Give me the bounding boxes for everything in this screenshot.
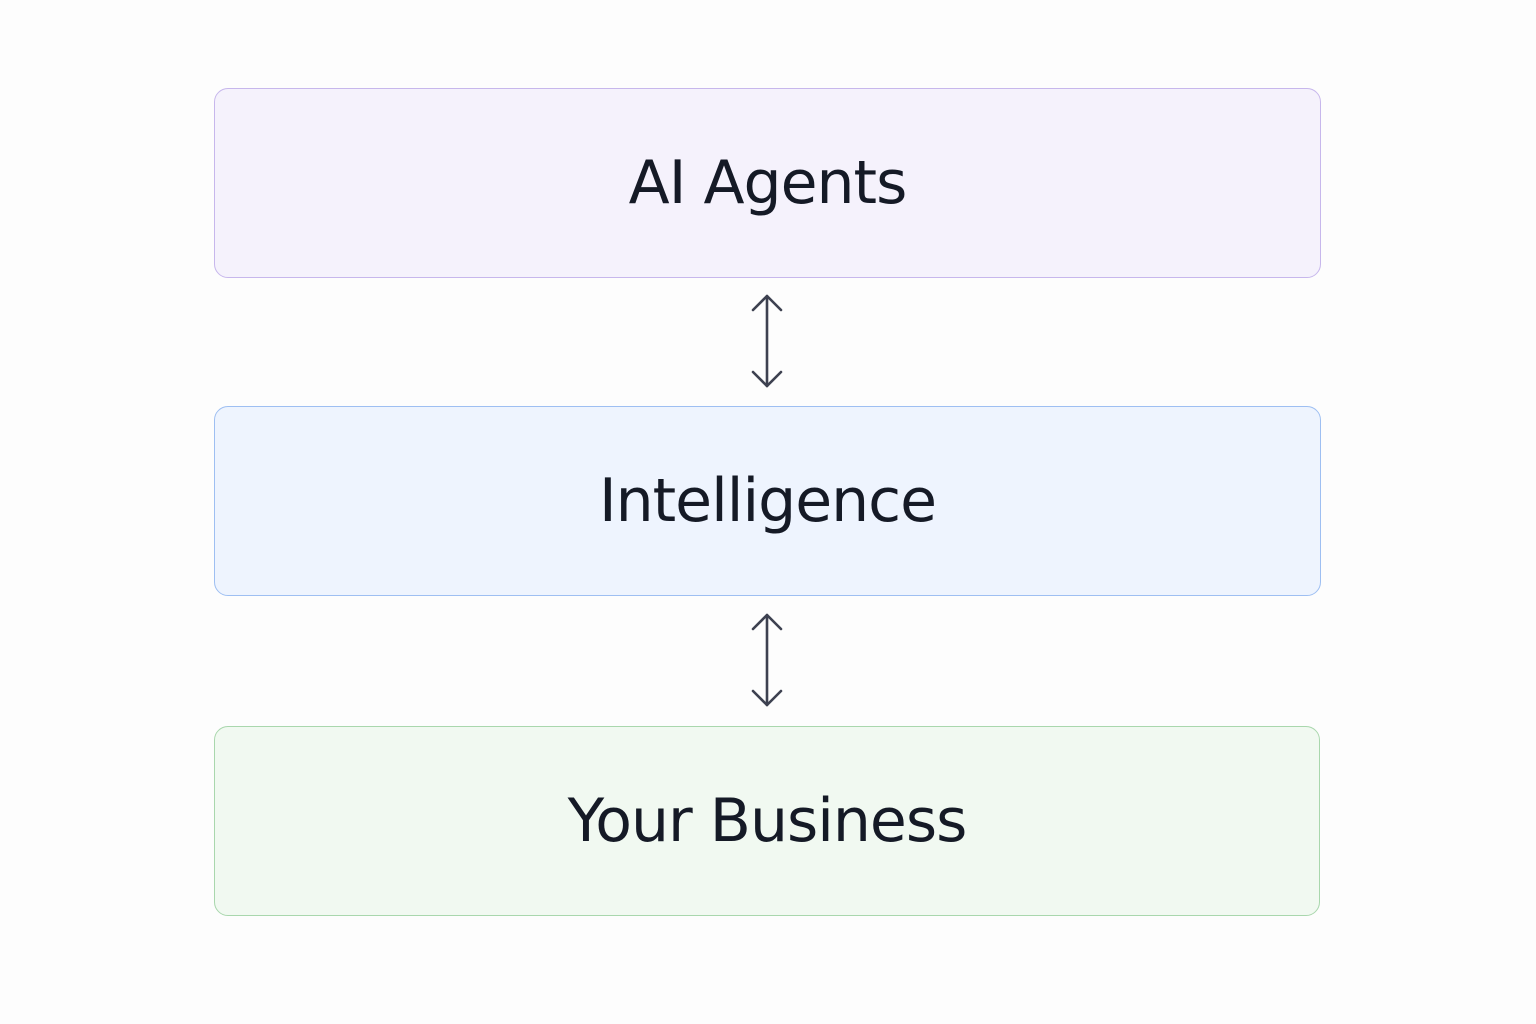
bidirectional-arrow-icon	[747, 292, 787, 392]
layer-box-your-business: Your Business	[214, 726, 1320, 916]
layer-label-your-business: Your Business	[567, 786, 968, 856]
bidirectional-arrow-icon	[747, 611, 787, 711]
layer-box-intelligence: Intelligence	[214, 406, 1321, 596]
layer-label-intelligence: Intelligence	[598, 466, 937, 536]
layer-box-ai-agents: AI Agents	[214, 88, 1321, 278]
layer-label-ai-agents: AI Agents	[628, 148, 908, 218]
